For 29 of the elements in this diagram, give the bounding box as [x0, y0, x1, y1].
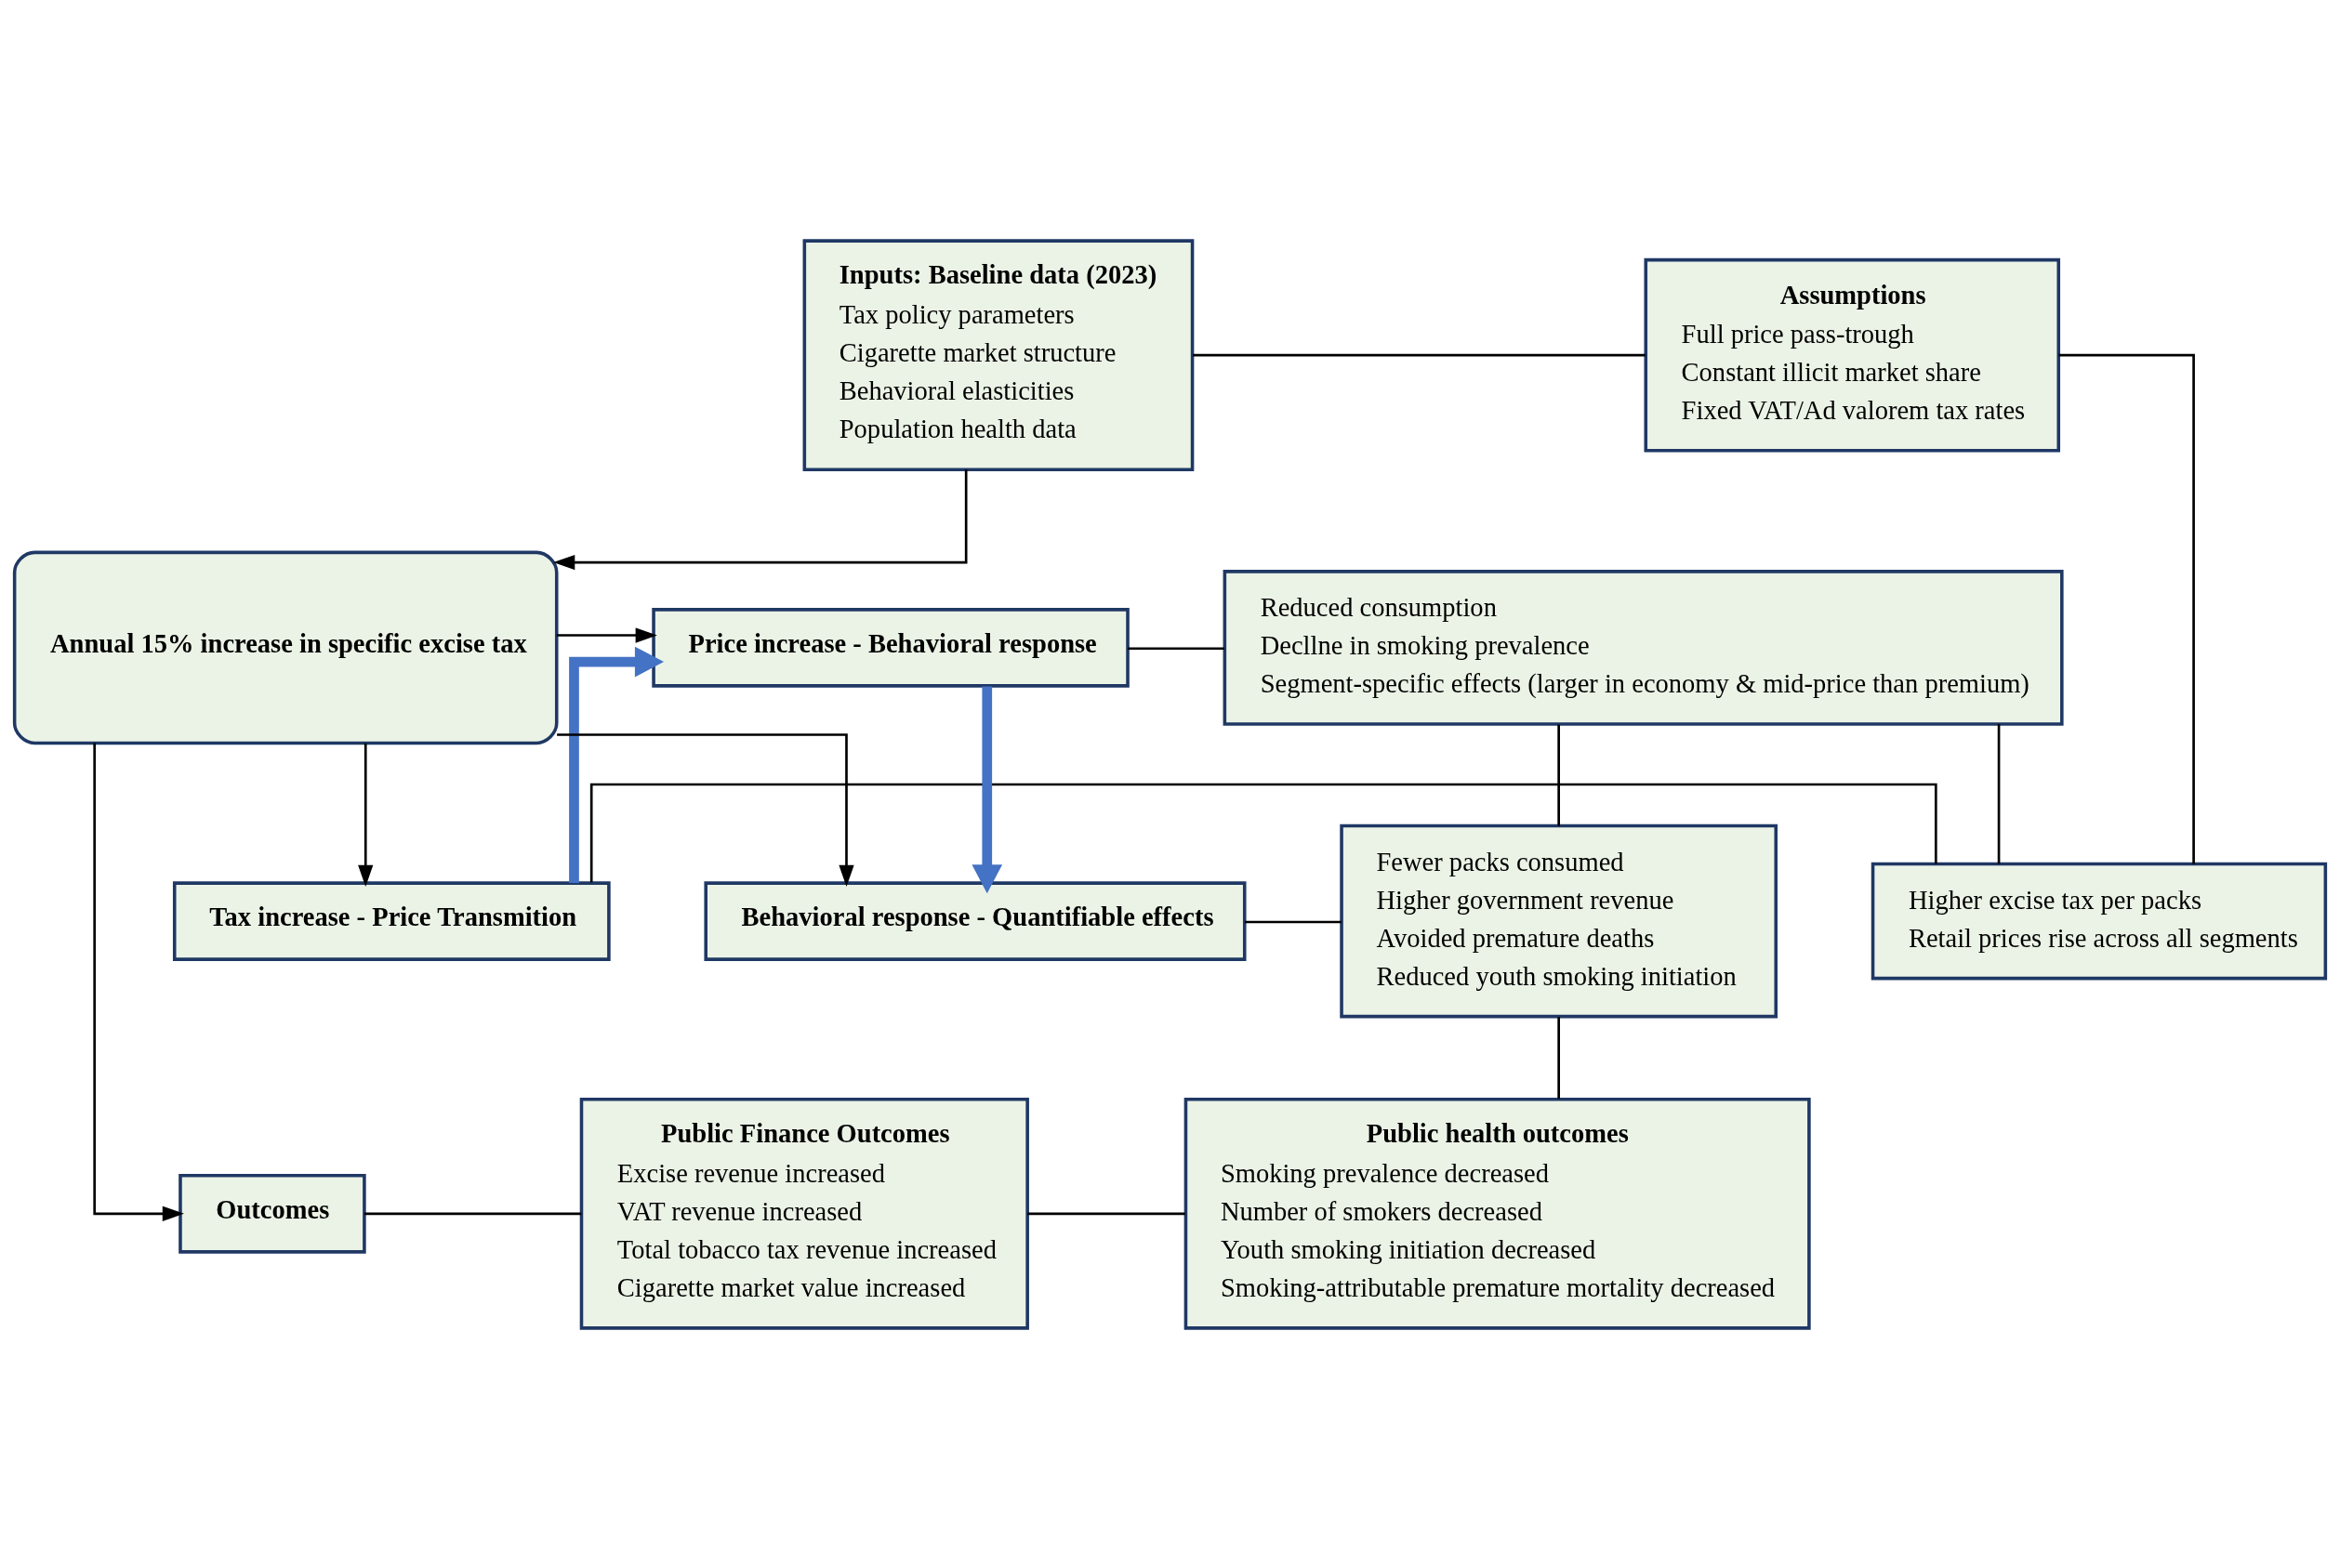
node-box: Higher excise tax per packs Retail prices rise across all segments — [1871, 862, 2328, 980]
connector — [1027, 1212, 1185, 1215]
connector — [1192, 353, 1646, 356]
arrow — [556, 626, 657, 643]
connector — [364, 1212, 582, 1215]
node-box: Reduced consumption Decllne in smoking prevalence Segment-specific effects (larger in economy & mid-price than premium) — [1223, 569, 2064, 726]
connector — [1244, 920, 1342, 923]
node-box: Price increase - Behavioral response — [652, 607, 1130, 688]
connector — [1557, 724, 1560, 826]
node-box: Inputs: Baseline data (2023) Tax policy parameters Cigarette market structure Behavioral elasticities Population health data — [802, 238, 1195, 471]
node-box: Assumptions Full price pass-trough Constant illicit market share Fixed VAT/Ad valorem tax rates — [1644, 257, 2061, 452]
connector — [1128, 646, 1224, 650]
node-box: Behavioral response - Quantifiable effects — [704, 880, 1247, 961]
node-box: Annual 15% increase in specific excise tax — [12, 550, 559, 744]
arrow — [358, 743, 374, 887]
connector — [1997, 723, 2001, 863]
connector — [2058, 353, 2195, 863]
node-box: Public Finance Outcomes Excise revenue increased VAT revenue increased Total tobacco tax revenue increased Cigarette market value increased — [579, 1097, 1029, 1330]
node-box: Fewer packs consumed Higher government revenue Avoided premature deaths Reduced youth smoking initiation — [1340, 824, 1778, 1018]
connector — [1557, 1016, 1560, 1099]
arrow — [557, 732, 854, 887]
node-box: Outcomes — [178, 1173, 366, 1254]
node-box: Public health outcomes Smoking prevalence decreased Number of smokers decreased Youth smoking initiation decreased Smoking-attributable premature mortality decreased — [1183, 1097, 1811, 1330]
arrow — [553, 468, 968, 570]
arrow — [972, 685, 1003, 893]
arrow — [93, 743, 184, 1221]
node-box: Tax increase - Price Transmition — [172, 880, 611, 961]
arrow — [569, 646, 665, 883]
connector — [589, 783, 1937, 882]
